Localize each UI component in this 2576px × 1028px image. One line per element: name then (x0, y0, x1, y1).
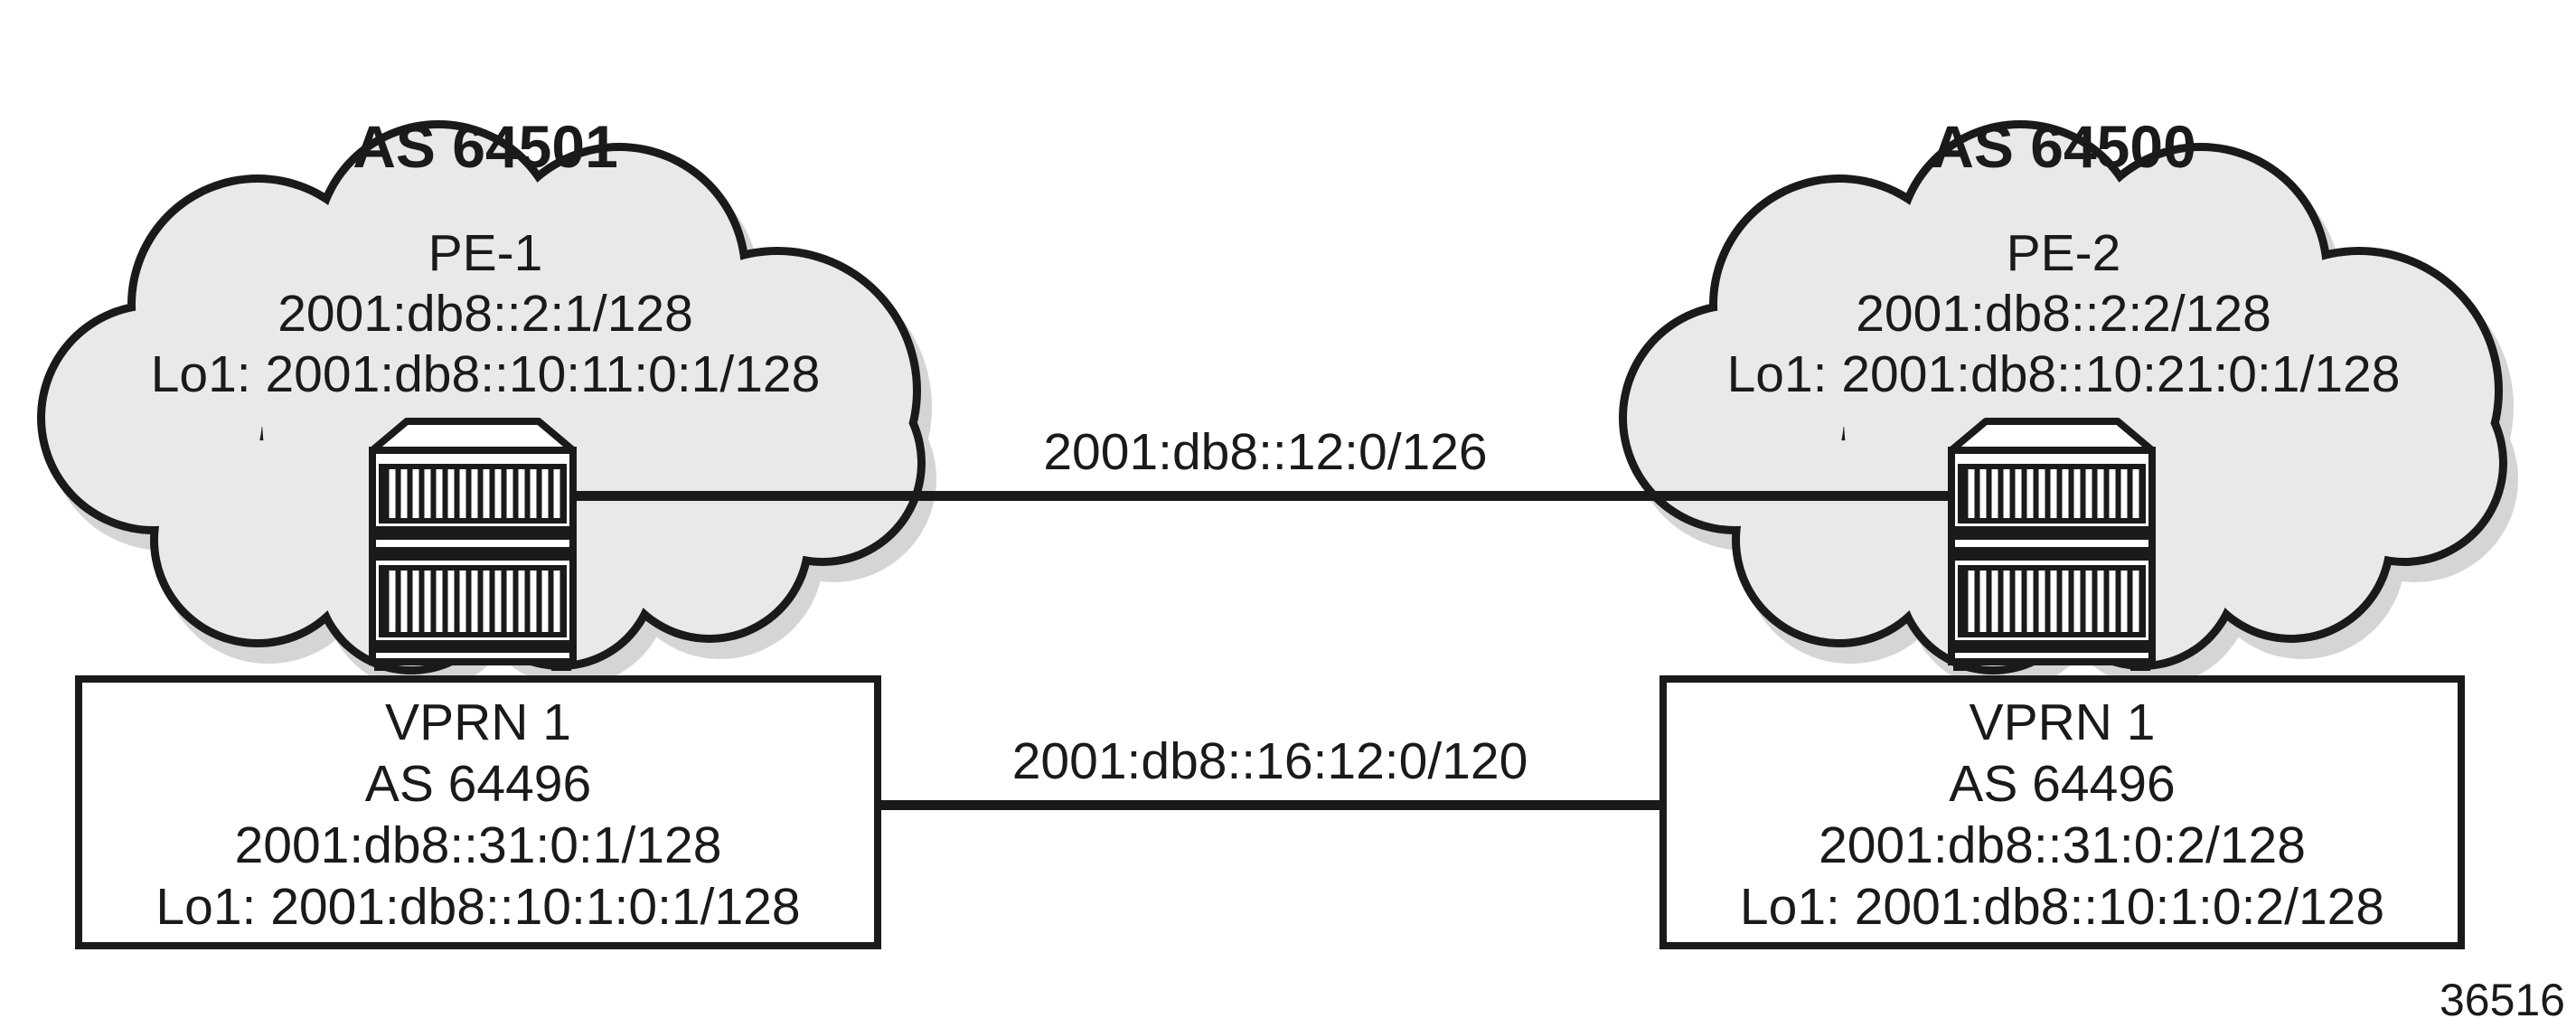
vprn-left-title: VPRN 1 (385, 693, 571, 751)
vprn-right-text: VPRN 1 AS 64496 2001:db8::31:0:2/128 Lo1… (1667, 692, 2458, 938)
as-left-label: AS 64501 (353, 113, 618, 180)
vprn-left-as: AS 64496 (364, 755, 592, 813)
vprn-right-title: VPRN 1 (1969, 693, 2156, 751)
vprn-right-address: 2001:db8::31:0:2/128 (1819, 816, 2306, 874)
pe1-router-icon (372, 421, 573, 671)
vprn-left-address: 2001:db8::31:0:1/128 (234, 816, 722, 874)
pe1-name: PE-1 (428, 224, 543, 282)
pe2-system-address: 2001:db8::2:2/128 (1856, 285, 2271, 343)
pe-link-label: 2001:db8::12:0/126 (1043, 423, 1488, 481)
pe2-info: PE-2 2001:db8::2:2/128 Lo1: 2001:db8::10… (1657, 223, 2470, 405)
vprn-left-loopback: Lo1: 2001:db8::10:1:0:1/128 (155, 878, 801, 936)
pe2-router-icon (1951, 421, 2152, 671)
vprn-link-label: 2001:db8::16:12:0/120 (1011, 732, 1528, 790)
vprn-right-as: AS 64496 (1949, 755, 2176, 813)
vprn-box-left: VPRN 1 AS 64496 2001:db8::31:0:1/128 Lo1… (75, 675, 881, 949)
vprn-link-line (868, 800, 1672, 810)
pe1-system-address: 2001:db8::2:1/128 (277, 285, 693, 343)
vprn-box-right: VPRN 1 AS 64496 2001:db8::31:0:2/128 Lo1… (1659, 675, 2465, 949)
vprn-right-loopback: Lo1: 2001:db8::10:1:0:2/128 (1739, 878, 2385, 936)
pe1-loopback: Lo1: 2001:db8::10:11:0:1/128 (150, 345, 821, 403)
pe1-info: PE-1 2001:db8::2:1/128 Lo1: 2001:db8::10… (79, 223, 892, 405)
as-right-label: AS 64500 (1931, 113, 2196, 180)
pe2-loopback: Lo1: 2001:db8::10:21:0:1/128 (1726, 345, 2401, 403)
vprn-left-text: VPRN 1 AS 64496 2001:db8::31:0:1/128 Lo1… (82, 692, 874, 938)
pe2-name: PE-2 (2006, 224, 2121, 282)
figure-number: 36516 (2439, 975, 2565, 1025)
pe-link-line (569, 491, 1961, 501)
